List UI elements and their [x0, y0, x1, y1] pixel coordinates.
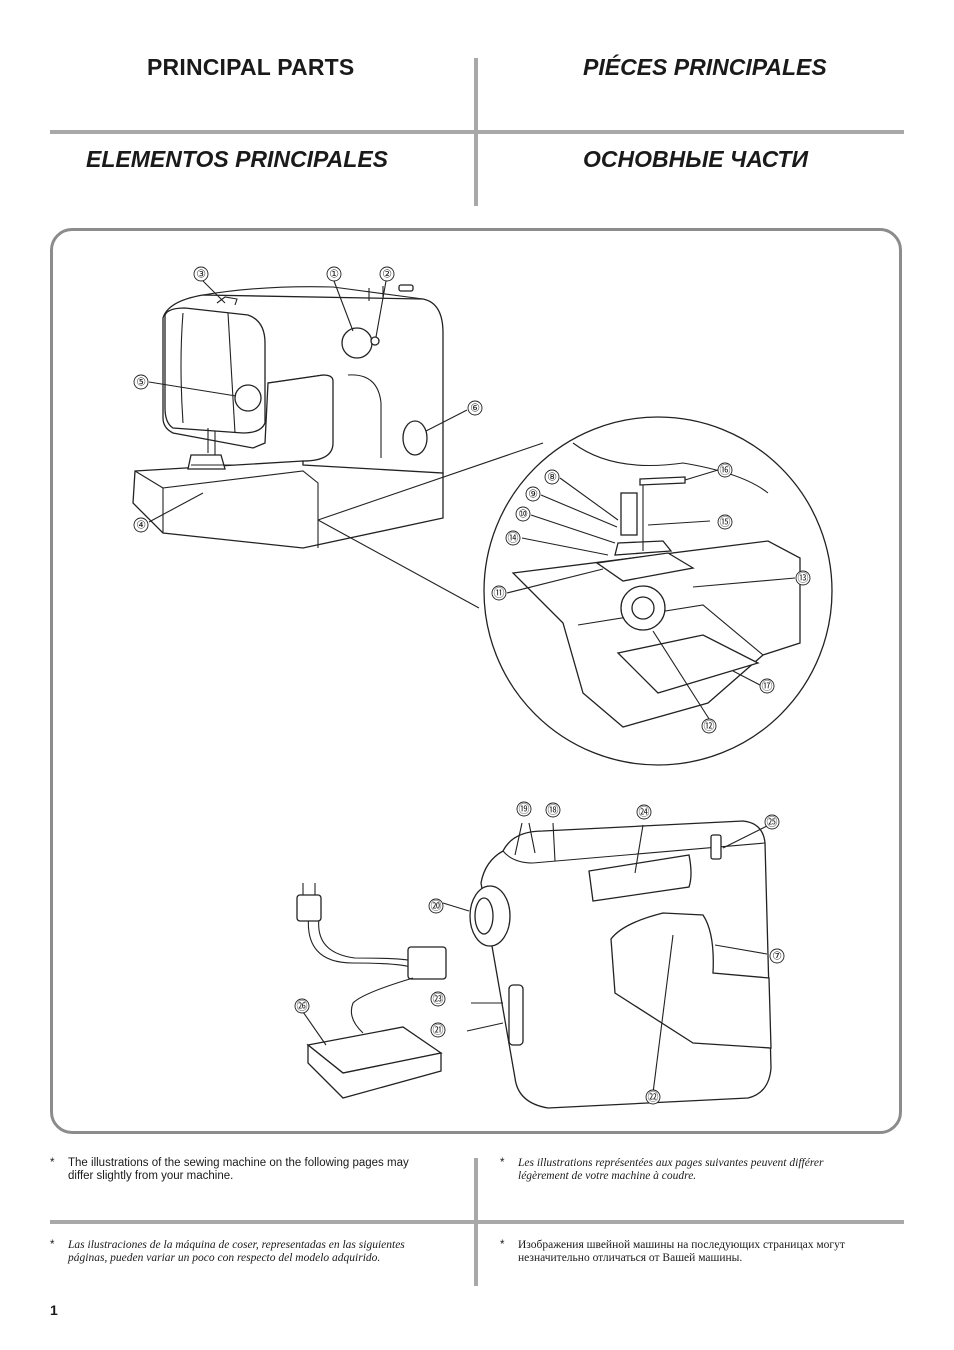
note-russian-line-1: Изображения швейной машины на последующи… — [518, 1239, 845, 1251]
callout-7: ⑦ — [769, 948, 785, 964]
note-bullet: * — [500, 1157, 505, 1169]
svg-text:⑩: ⑩ — [518, 508, 528, 521]
callout-11: ⑪ — [491, 585, 507, 601]
front-view-machine — [132, 280, 544, 609]
svg-text:⑦: ⑦ — [772, 950, 782, 963]
note-bullet: * — [500, 1239, 505, 1251]
callout-26: ㉖ — [294, 998, 310, 1014]
header-divider-vertical — [474, 58, 478, 206]
svg-text:㉖: ㉖ — [297, 1000, 308, 1013]
callout-markers: ① ② ③ ④ ⑤ ⑥ ⑦ ⑧ ⑨ ⑩ ⑪ ⑫ ⑬ ⑭ ⑮ ⑯ ⑰ ⑱ ⑲ ⑳ … — [133, 266, 811, 1105]
callout-3: ③ — [193, 266, 209, 282]
svg-text:⑲: ⑲ — [519, 803, 530, 816]
svg-text:⑯: ⑯ — [720, 464, 731, 477]
svg-text:⑭: ⑭ — [508, 532, 519, 545]
back-view-machine — [296, 820, 772, 1109]
svg-text:⑮: ⑮ — [720, 516, 731, 529]
callout-20: ⑳ — [428, 898, 444, 914]
sewing-machine-illustration: ① ② ③ ④ ⑤ ⑥ ⑦ ⑧ ⑨ ⑩ ⑪ ⑫ ⑬ ⑭ ⑮ ⑯ ⑰ ⑱ ⑲ ⑳ … — [132, 266, 833, 1109]
note-french-line-2: légèrement de votre machine à coudre. — [518, 1170, 697, 1182]
callout-19: ⑲ — [516, 801, 532, 817]
svg-text:⑰: ⑰ — [762, 680, 773, 693]
svg-text:⑤: ⑤ — [136, 376, 146, 389]
callout-14: ⑭ — [505, 530, 521, 546]
callout-4: ④ — [133, 517, 149, 533]
callout-13: ⑬ — [795, 570, 811, 586]
note-english-line-1: The illustrations of the sewing machine … — [68, 1157, 409, 1169]
svg-text:⑨: ⑨ — [528, 488, 538, 501]
note-bullet: * — [50, 1157, 55, 1169]
heading-russian: ОСНОВНЫЕ ЧАСТИ — [583, 146, 809, 172]
footer-divider-horizontal — [50, 1220, 904, 1224]
illustration-frame: ① ② ③ ④ ⑤ ⑥ ⑦ ⑧ ⑨ ⑩ ⑪ ⑫ ⑬ ⑭ ⑮ ⑯ ⑰ ⑱ ⑲ ⑳ … — [50, 228, 902, 1134]
callout-9: ⑨ — [525, 486, 541, 502]
callout-24: ㉔ — [636, 804, 652, 820]
svg-text:㉑: ㉑ — [433, 1024, 444, 1037]
svg-text:①: ① — [329, 268, 339, 281]
note-russian-line-2: незначительно отличаться от Вашей машины… — [518, 1252, 743, 1264]
callout-22: ㉒ — [645, 1089, 661, 1105]
svg-text:⑳: ⑳ — [431, 900, 442, 913]
note-spanish-line-2: páginas, pueden variar un poco con respe… — [68, 1252, 381, 1264]
callout-1: ① — [326, 266, 342, 282]
callout-10: ⑩ — [515, 506, 531, 522]
callout-6: ⑥ — [467, 400, 483, 416]
callout-25: ㉕ — [764, 814, 780, 830]
svg-text:④: ④ — [136, 519, 146, 532]
heading-english: PRINCIPAL PARTS — [147, 54, 355, 80]
svg-text:⑧: ⑧ — [547, 471, 557, 484]
svg-text:③: ③ — [196, 268, 206, 281]
svg-text:㉓: ㉓ — [433, 993, 444, 1006]
heading-french: PIÉCES PRINCIPALES — [583, 54, 827, 80]
svg-text:⑱: ⑱ — [548, 804, 559, 817]
svg-text:㉕: ㉕ — [767, 816, 778, 829]
svg-text:⑪: ⑪ — [494, 587, 505, 600]
note-bullet: * — [50, 1239, 55, 1251]
svg-text:㉔: ㉔ — [639, 806, 650, 819]
svg-text:㉒: ㉒ — [648, 1091, 659, 1104]
svg-text:②: ② — [382, 268, 392, 281]
callout-2: ② — [379, 266, 395, 282]
svg-text:⑬: ⑬ — [798, 572, 809, 585]
heading-spanish: ELEMENTOS PRINCIPALES — [86, 146, 389, 172]
callout-5: ⑤ — [133, 374, 149, 390]
note-french-line-1: Les illustrations représentées aux pages… — [518, 1157, 824, 1169]
callout-18: ⑱ — [545, 802, 561, 818]
page-number: 1 — [50, 1302, 58, 1318]
callout-15: ⑮ — [717, 514, 733, 530]
callout-16: ⑯ — [717, 462, 733, 478]
note-english-line-2: differ slightly from your machine. — [68, 1170, 234, 1182]
callout-8: ⑧ — [544, 469, 560, 485]
needle-area-zoom — [483, 416, 833, 766]
callout-23: ㉓ — [430, 991, 446, 1007]
callout-12: ⑫ — [701, 718, 717, 734]
note-spanish-line-1: Las ilustraciones de la máquina de coser… — [68, 1239, 405, 1251]
callout-21: ㉑ — [430, 1022, 446, 1038]
svg-text:⑫: ⑫ — [704, 720, 715, 733]
callout-17: ⑰ — [759, 678, 775, 694]
svg-text:⑥: ⑥ — [470, 402, 480, 415]
